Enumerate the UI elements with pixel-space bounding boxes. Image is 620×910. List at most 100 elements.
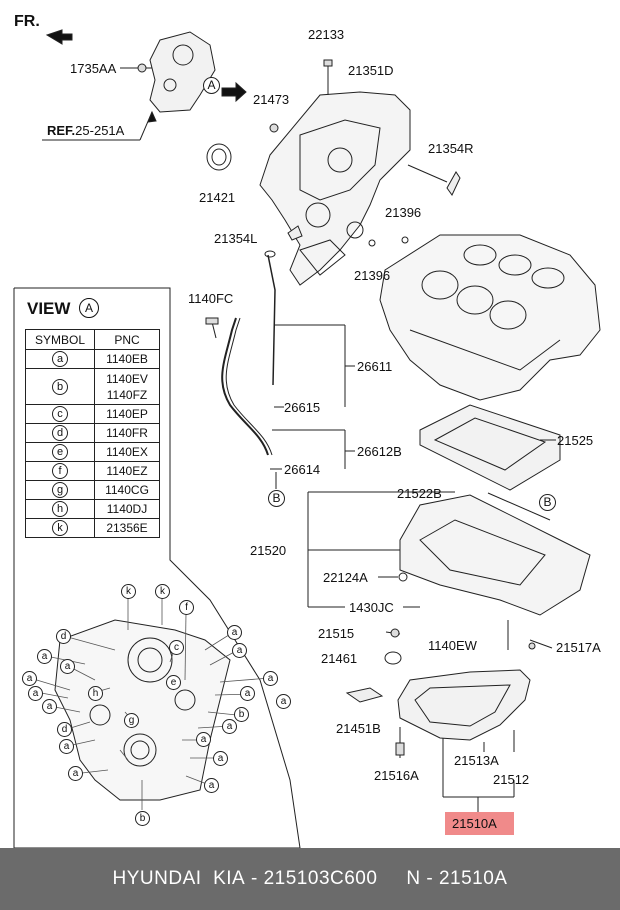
table-row: g 1140CG <box>25 480 160 500</box>
water-pump <box>149 31 216 113</box>
view-a-callout: d <box>57 722 72 737</box>
view-a-callout: k <box>155 584 170 599</box>
pnc-cell: 1140EP <box>94 404 160 424</box>
upper-oil-pan <box>399 494 591 616</box>
view-a-callout: a <box>240 686 255 701</box>
part-label-1140EW[interactable]: 1140EW <box>428 638 477 653</box>
pnc-cell: 21356E <box>94 518 160 538</box>
part-label-26612B[interactable]: 26612B <box>357 444 402 459</box>
view-a-callout: c <box>169 640 184 655</box>
view-a-callout: e <box>166 675 181 690</box>
part-label-21354L[interactable]: 21354L <box>214 231 258 246</box>
col-header-pnc: PNC <box>94 329 160 350</box>
pnc-cell: 1140EZ <box>94 461 160 481</box>
highlighted-part-callout[interactable] <box>445 812 514 835</box>
symbol-circle: g <box>52 482 68 498</box>
table-row: h 1140DJ <box>25 499 160 519</box>
footer-brand: HYUNDAI KIA <box>112 868 246 889</box>
pnc-cell: 1140EX <box>94 442 160 462</box>
view-a-engine-front <box>54 619 231 801</box>
view-a-callout: a <box>68 766 83 781</box>
view-a-callout: a <box>276 694 291 709</box>
symbol-circle: f <box>52 463 68 479</box>
view-a-callout: a <box>196 732 211 747</box>
symbol-circle: d <box>52 425 68 441</box>
symbol-circle: a <box>52 351 68 367</box>
part-label-21354R[interactable]: 21354R <box>428 141 474 156</box>
baffle-plate <box>419 404 561 491</box>
ref-number: 25-251A <box>75 123 125 138</box>
footer-separator: - <box>420 868 439 889</box>
part-label-21351D[interactable]: 21351D <box>348 63 394 78</box>
view-panel-marker: A <box>79 298 99 318</box>
view-arrow-icon <box>221 81 247 103</box>
part-label-21522B[interactable]: 21522B <box>397 486 442 501</box>
view-a-callout: b <box>234 707 249 722</box>
part-label-22124A[interactable]: 22124A <box>323 570 368 585</box>
ref-prefix: REF. <box>47 123 76 138</box>
view-a-callout: a <box>263 671 278 686</box>
filter-screen-21461 <box>384 651 402 665</box>
view-a-callout: a <box>59 739 74 754</box>
symbol-circle: e <box>52 444 68 460</box>
col-header-symbol: SYMBOL <box>25 329 95 350</box>
view-b-marker-dipstick[interactable]: B <box>268 490 285 507</box>
part-label-21515[interactable]: 21515 <box>318 626 355 641</box>
view-a-callout: b <box>135 811 150 826</box>
view-a-callout: g <box>124 713 139 728</box>
view-a-callout: a <box>42 699 57 714</box>
part-label-21525[interactable]: 21525 <box>557 433 594 448</box>
part-label-1430JC[interactable]: 1430JC <box>349 600 394 615</box>
symbol-pnc-table: SYMBOL PNC a 1140EB b 1140EV 1140FZ c 11… <box>25 329 160 538</box>
pnc-cell: 1140EB <box>94 349 160 369</box>
pnc-cell: 1140EV 1140FZ <box>94 368 160 405</box>
symbol-circle: b <box>52 378 68 395</box>
part-label-21517A[interactable]: 21517A <box>556 640 601 655</box>
view-a-callout: a <box>227 625 242 640</box>
view-a-callout: h <box>88 686 103 701</box>
pnc-cell: 1140CG <box>94 480 160 500</box>
part-label-21513A[interactable]: 21513A <box>454 753 499 768</box>
view-a-callout: a <box>222 719 237 734</box>
table-row: c 1140EP <box>25 404 160 424</box>
part-label-21510A[interactable]: 21510A <box>452 816 497 831</box>
part-label-22133[interactable]: 22133 <box>308 27 345 42</box>
view-a-callout: d <box>56 629 71 644</box>
footer-pnc-prefix: N <box>406 868 421 889</box>
view-a-callout: a <box>232 643 247 658</box>
timing-cover <box>259 91 411 286</box>
ref-label: REF.25-251A <box>47 123 124 138</box>
part-label-21520[interactable]: 21520 <box>250 543 287 558</box>
table-header-row: SYMBOL PNC <box>25 329 160 350</box>
part-label-26615[interactable]: 26615 <box>284 400 321 415</box>
dipstick-tube <box>221 317 269 456</box>
part-label-1140FC[interactable]: 1140FC <box>188 291 234 306</box>
part-label-26614[interactable]: 26614 <box>284 462 321 477</box>
part-label-21421[interactable]: 21421 <box>199 190 236 205</box>
part-label-21516A[interactable]: 21516A <box>374 768 419 783</box>
part-label-1735AA[interactable]: 1735AA <box>70 61 117 76</box>
part-label-21396-bottom[interactable]: 21396 <box>354 268 391 283</box>
view-a-callout: a <box>37 649 52 664</box>
part-label-21512[interactable]: 21512 <box>493 772 530 787</box>
symbol-circle: k <box>52 520 68 536</box>
view-a-marker[interactable]: A <box>203 77 220 94</box>
part-label-21451B[interactable]: 21451B <box>336 721 381 736</box>
part-label-21461[interactable]: 21461 <box>321 651 358 666</box>
part-label-21473[interactable]: 21473 <box>253 92 290 107</box>
part-label-21396-top[interactable]: 21396 <box>385 205 422 220</box>
view-a-callout: a <box>204 778 219 793</box>
view-a-callout: a <box>60 659 75 674</box>
pnc-cell: 1140FR <box>94 423 160 443</box>
table-row: a 1140EB <box>25 349 160 369</box>
symbol-circle: c <box>52 406 68 422</box>
footer-separator: - <box>245 868 264 889</box>
oil-seal-21421 <box>206 143 232 171</box>
footer-pnc: 21510A <box>438 868 508 889</box>
footer-bar: HYUNDAI KIA - 215103C600 N - 21510A <box>0 848 620 910</box>
table-row: f 1140EZ <box>25 461 160 481</box>
view-panel-title: VIEW <box>27 299 71 318</box>
part-label-26611[interactable]: 26611 <box>357 359 393 374</box>
view-b-marker-pan[interactable]: B <box>539 494 556 511</box>
table-row: e 1140EX <box>25 442 160 462</box>
